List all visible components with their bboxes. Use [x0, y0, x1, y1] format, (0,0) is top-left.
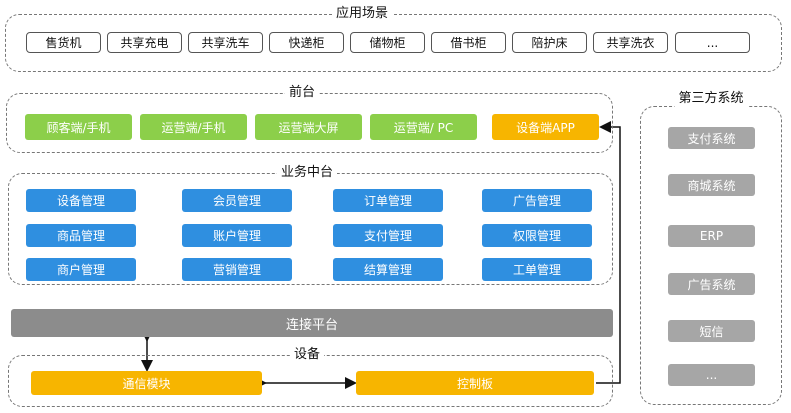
- scene-item: ...: [675, 32, 750, 53]
- middle-item: 结算管理: [333, 258, 443, 281]
- middle-item: 账户管理: [182, 224, 292, 247]
- third-party-item: ERP: [668, 225, 755, 247]
- middle-item: 商户管理: [26, 258, 136, 281]
- scene-item: 共享充电: [107, 32, 182, 53]
- scenes-group: [5, 14, 782, 72]
- middle-item: 工单管理: [482, 258, 592, 281]
- third-party-group: [640, 106, 782, 405]
- middle-item: 会员管理: [182, 189, 292, 212]
- scene-item: 陪护床: [512, 32, 587, 53]
- third-party-item: ...: [668, 364, 755, 386]
- middle-title: 业务中台: [276, 165, 338, 181]
- frontend-title: 前台: [284, 85, 320, 101]
- scenes-title: 应用场景: [331, 6, 393, 22]
- third-party-item: 商城系统: [668, 174, 755, 196]
- middle-item: 支付管理: [333, 224, 443, 247]
- middle-item: 广告管理: [482, 189, 592, 212]
- connect-platform-bar: 连接平台: [11, 309, 613, 337]
- scene-item: 共享洗车: [188, 32, 263, 53]
- third-party-item: 广告系统: [668, 273, 755, 295]
- middle-item: 商品管理: [26, 224, 136, 247]
- middle-item: 订单管理: [333, 189, 443, 212]
- middle-item: 设备管理: [26, 189, 136, 212]
- scene-item: 借书柜: [431, 32, 506, 53]
- third-party-item: 支付系统: [668, 127, 755, 149]
- device-comm-module: 通信模块: [31, 371, 262, 395]
- scene-item: 共享洗衣: [593, 32, 668, 53]
- middle-item: 权限管理: [482, 224, 592, 247]
- device-title: 设备: [289, 347, 325, 363]
- frontend-item: 运营端大屏: [255, 114, 362, 140]
- third-party-title: 第三方系统: [674, 91, 748, 107]
- frontend-item: 运营端/手机: [140, 114, 247, 140]
- frontend-device-app: 设备端APP: [492, 114, 599, 140]
- third-party-item: 短信: [668, 320, 755, 342]
- frontend-item: 运营端/ PC: [370, 114, 477, 140]
- middle-item: 营销管理: [182, 258, 292, 281]
- frontend-item: 顾客端/手机: [25, 114, 132, 140]
- scene-item: 储物柜: [350, 32, 425, 53]
- device-control-board: 控制板: [356, 371, 594, 395]
- scene-item: 售货机: [26, 32, 101, 53]
- scene-item: 快递柜: [269, 32, 344, 53]
